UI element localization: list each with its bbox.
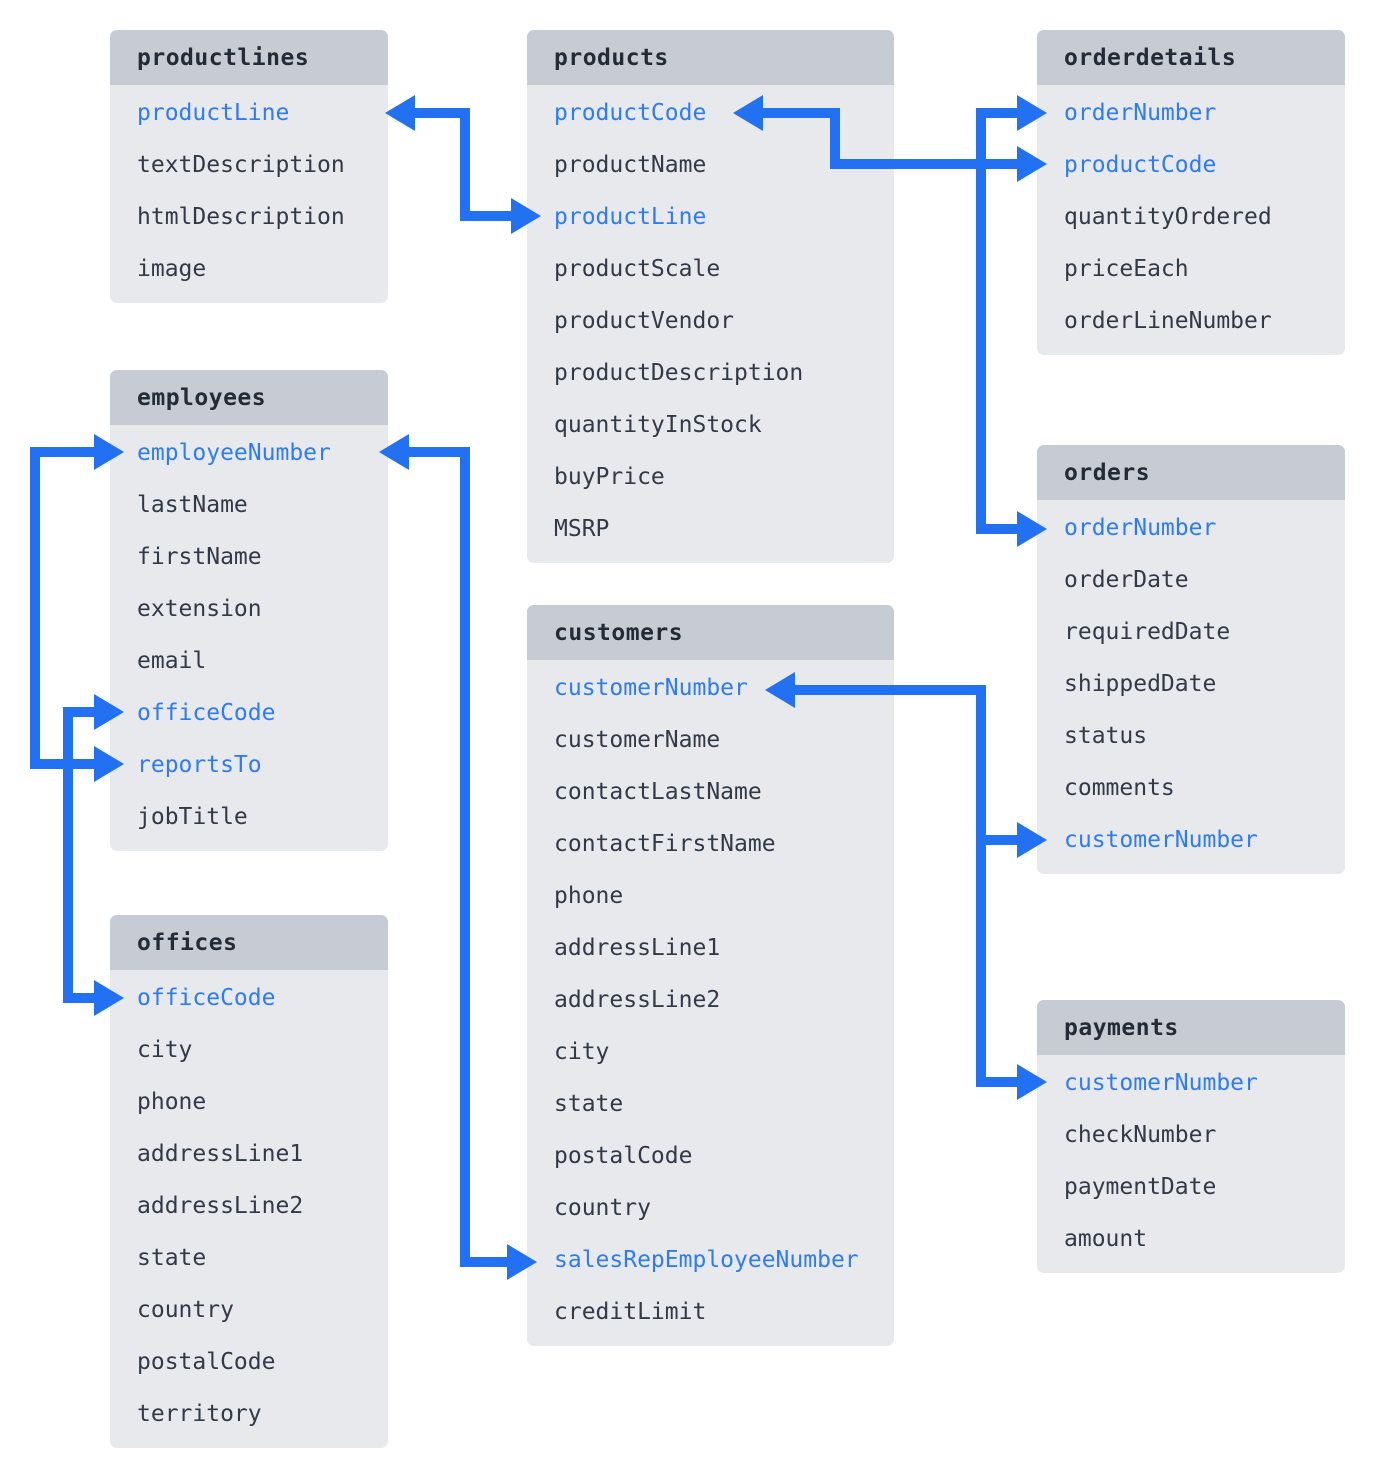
- table-customers[interactable]: customers customerNumber customerName conta…: [527, 605, 894, 1346]
- field-orderdetails-productCode: productCode: [1064, 152, 1217, 178]
- table-fields-offices: officeCode city phone addressLine1 addressLi…: [110, 970, 388, 1448]
- field-offices-officeCode: officeCode: [137, 985, 276, 1011]
- field-offices-postalCode: postalCode: [137, 1349, 276, 1375]
- field-customers-customerName: customerName: [554, 727, 721, 753]
- field-customers-phone: phone: [554, 883, 624, 909]
- table-productlines[interactable]: productlines productLine textDescription ht…: [110, 30, 388, 303]
- field-employees-employeeNumber: employeeNumber: [137, 440, 331, 466]
- field-payments-paymentDate: paymentDate: [1064, 1174, 1217, 1200]
- field-customers-contactLastName: contactLastName: [554, 779, 762, 805]
- table-title-employees: employees: [110, 370, 388, 425]
- table-title-products: products: [527, 30, 894, 85]
- field-orders-comments: comments: [1064, 775, 1175, 801]
- field-productlines-htmlDescription: htmlDescription: [137, 204, 345, 230]
- table-fields-payments: customerNumber checkNumber paymentDate amou…: [1037, 1055, 1345, 1273]
- table-payments[interactable]: payments customerNumber checkNumber payment…: [1037, 1000, 1345, 1273]
- field-orderdetails-quantityOrdered: quantityOrdered: [1064, 204, 1272, 230]
- field-products-productCode: productCode: [554, 100, 707, 126]
- table-employees[interactable]: employees employeeNumber lastName firstName…: [110, 370, 388, 851]
- relationship-line: [415, 108, 511, 221]
- field-offices-addressLine2: addressLine2: [137, 1193, 304, 1219]
- field-employees-jobTitle: jobTitle: [137, 804, 248, 830]
- field-orders-shippedDate: shippedDate: [1064, 671, 1217, 697]
- field-employees-firstName: firstName: [137, 544, 262, 570]
- field-payments-customerNumber: customerNumber: [1064, 1070, 1258, 1096]
- table-fields-orders: orderNumber orderDate requiredDate shippedD…: [1037, 500, 1345, 874]
- field-orders-orderDate: orderDate: [1064, 567, 1189, 593]
- table-title-offices: offices: [110, 915, 388, 970]
- field-payments-amount: amount: [1064, 1226, 1148, 1252]
- table-title-orders: orders: [1037, 445, 1345, 500]
- field-customers-customerNumber: customerNumber: [554, 675, 748, 701]
- field-customers-addressLine2: addressLine2: [554, 987, 721, 1013]
- field-orderdetails-orderLineNumber: orderLineNumber: [1064, 308, 1272, 334]
- field-orders-status: status: [1064, 723, 1148, 749]
- relationship-line: [30, 447, 94, 769]
- field-employees-reportsTo: reportsTo: [137, 752, 262, 778]
- field-products-quantityInStock: quantityInStock: [554, 412, 762, 438]
- field-employees-extension: extension: [137, 596, 262, 622]
- field-productlines-productLine: productLine: [137, 100, 290, 126]
- field-products-productName: productName: [554, 152, 707, 178]
- field-orders-customerNumber: customerNumber: [1064, 827, 1258, 853]
- field-products-productScale: productScale: [554, 256, 721, 282]
- field-customers-addressLine1: addressLine1: [554, 935, 721, 961]
- field-products-productDescription: productDescription: [554, 360, 804, 386]
- field-offices-addressLine1: addressLine1: [137, 1141, 304, 1167]
- field-products-MSRP: MSRP: [554, 516, 610, 542]
- field-orders-requiredDate: requiredDate: [1064, 619, 1231, 645]
- relationship-line: [409, 447, 507, 1267]
- table-fields-customers: customerNumber customerName contactLastNam…: [527, 660, 894, 1346]
- field-employees-email: email: [137, 648, 207, 674]
- table-fields-employees: employeeNumber lastName firstName extension…: [110, 425, 388, 851]
- table-products[interactable]: products productCode productName productLin…: [527, 30, 894, 563]
- field-payments-checkNumber: checkNumber: [1064, 1122, 1217, 1148]
- field-products-productVendor: productVendor: [554, 308, 735, 334]
- relationship-line: [976, 840, 1017, 1087]
- field-employees-officeCode: officeCode: [137, 700, 276, 726]
- relationship-line: [63, 707, 94, 1003]
- field-offices-city: city: [137, 1037, 193, 1063]
- field-productlines-image: image: [137, 256, 207, 282]
- field-customers-postalCode: postalCode: [554, 1143, 693, 1169]
- field-customers-salesRepEmployeeNumber: salesRepEmployeeNumber: [554, 1247, 859, 1273]
- table-orderdetails[interactable]: orderdetails orderNumber productCode quanti…: [1037, 30, 1345, 355]
- relationship-line: [976, 108, 1017, 534]
- field-offices-state: state: [137, 1245, 207, 1271]
- arrow-products-productline-to-productlines-productline: [385, 95, 541, 234]
- field-customers-state: state: [554, 1091, 624, 1117]
- field-offices-territory: territory: [137, 1401, 262, 1427]
- field-customers-contactFirstName: contactFirstName: [554, 831, 776, 857]
- field-orders-orderNumber: orderNumber: [1064, 515, 1217, 541]
- table-orders[interactable]: orders orderNumber orderDate requiredDate sh…: [1037, 445, 1345, 874]
- table-fields-productlines: productLine textDescription htmlDescriptio…: [110, 85, 388, 303]
- field-productlines-textDescription: textDescription: [137, 152, 345, 178]
- field-offices-country: country: [137, 1297, 234, 1323]
- table-fields-products: productCode productName productLine product…: [527, 85, 894, 563]
- arrowhead-left-icon: [385, 95, 415, 131]
- table-fields-orderdetails: orderNumber productCode quantityOrdered pri…: [1037, 85, 1345, 355]
- field-customers-city: city: [554, 1039, 610, 1065]
- table-title-orderdetails: orderdetails: [1037, 30, 1345, 85]
- field-orderdetails-orderNumber: orderNumber: [1064, 100, 1217, 126]
- field-customers-creditLimit: creditLimit: [554, 1299, 707, 1325]
- field-employees-lastName: lastName: [137, 492, 248, 518]
- table-title-payments: payments: [1037, 1000, 1345, 1055]
- arrow-customers-salesrepemployeenumber-to-employees-employeenumber: [379, 434, 537, 1280]
- field-products-productLine: productLine: [554, 204, 707, 230]
- table-title-customers: customers: [527, 605, 894, 660]
- field-customers-country: country: [554, 1195, 651, 1221]
- field-orderdetails-priceEach: priceEach: [1064, 256, 1189, 282]
- field-offices-phone: phone: [137, 1089, 207, 1115]
- table-title-productlines: productlines: [110, 30, 388, 85]
- table-offices[interactable]: offices officeCode city phone addressLine1 ad…: [110, 915, 388, 1448]
- field-products-buyPrice: buyPrice: [554, 464, 665, 490]
